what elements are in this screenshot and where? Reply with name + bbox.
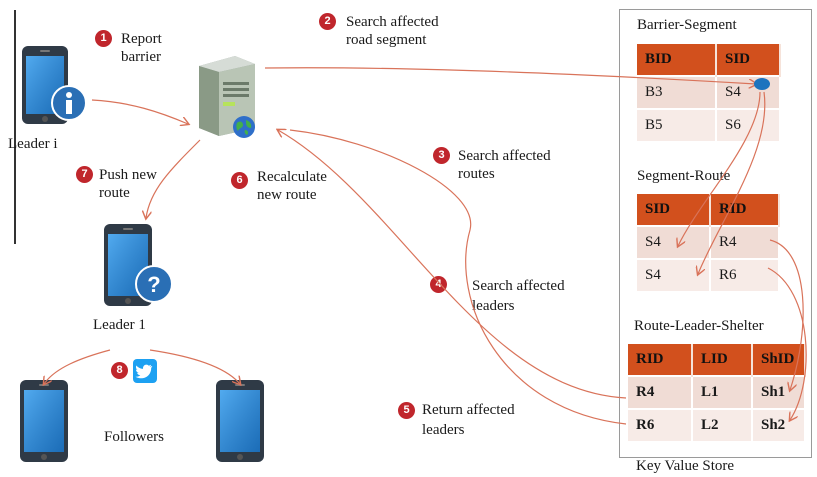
info-icon: [51, 85, 87, 121]
left-divider: [14, 10, 16, 244]
table-header: ShID: [752, 344, 806, 376]
arrow-report-barrier: [91, 99, 188, 124]
table-header: SID: [716, 44, 781, 76]
step-5-line-1: Return affected: [422, 402, 515, 418]
table-cell: L2: [692, 408, 753, 441]
table-header: RID: [710, 194, 780, 226]
step-5-label: Return affected leaders: [422, 401, 515, 439]
barrier-segment-title: Barrier-Segment: [637, 17, 737, 33]
table-cell: R6: [710, 258, 780, 291]
table-cell: B5: [637, 108, 717, 141]
step-2-label: Search affected road segment: [346, 13, 439, 49]
arrow-follower-left: [44, 349, 111, 384]
leader-1-label: Leader 1: [93, 317, 146, 333]
step-4-line-2: leaders: [472, 298, 515, 314]
key-value-store-label: Key Value Store: [636, 458, 735, 474]
svg-text:?: ?: [147, 272, 160, 297]
arrow-search-leaders-2: [767, 267, 807, 420]
arrow-search-routes-2: [698, 91, 766, 274]
table-cell: R6: [628, 408, 693, 441]
step-7-label: Push new route: [99, 166, 157, 202]
arrow-follower-right: [149, 349, 240, 384]
step-6-line-2: new route: [257, 187, 317, 203]
step-2-badge: 2: [319, 13, 336, 30]
route-leader-shelter-title: Route-Leader-Shelter: [634, 318, 764, 334]
segment-route-title: Segment-Route: [637, 168, 731, 184]
step-4-label: Search affected leaders: [472, 277, 565, 315]
table-cell: S4: [716, 75, 781, 109]
step-6-label: Recalculate new route: [257, 168, 327, 204]
step-7-line-1: Push new: [99, 167, 157, 183]
table-cell: S4: [637, 225, 711, 259]
step-1-label: Report barrier: [121, 30, 162, 66]
table-header: RID: [628, 344, 693, 376]
arrow-search-leaders-1: [769, 239, 804, 390]
server-icon: [199, 56, 255, 136]
arrow-return-leaders-2: [289, 129, 627, 425]
segment-marker: [754, 78, 770, 90]
step-1-line-1: Report: [121, 31, 162, 47]
step-3-line-2: routes: [458, 166, 495, 182]
step-2-line-2: road segment: [346, 32, 427, 48]
step-3-line-1: Search affected: [458, 148, 551, 164]
step-5-badge: 5: [398, 402, 415, 419]
table-cell: L1: [692, 375, 753, 409]
step-4-line-1: Search affected: [472, 278, 565, 294]
step-8-badge: 8: [111, 362, 128, 379]
twitter-icon: [133, 359, 157, 383]
step-2-line-1: Search affected: [346, 14, 439, 30]
leader-i-label: Leader i: [8, 136, 58, 152]
step-3-badge: 3: [433, 147, 450, 164]
arrow-search-routes-1: [678, 91, 761, 246]
step-1-line-2: barrier: [121, 49, 161, 65]
step-3-label: Search affected routes: [458, 147, 551, 183]
step-4-badge: 4: [430, 276, 447, 293]
table-header: LID: [692, 344, 753, 376]
table-header: BID: [637, 44, 717, 76]
table-header: SID: [637, 194, 711, 226]
table-cell: R4: [628, 375, 693, 409]
phone-icon: [216, 380, 264, 462]
step-7-line-2: route: [99, 185, 130, 201]
table-cell: S6: [716, 108, 781, 141]
arrow-search-segment: [264, 67, 756, 84]
step-6-line-1: Recalculate: [257, 169, 327, 185]
step-5-line-2: leaders: [422, 422, 465, 438]
arrow-push-route: [146, 139, 201, 218]
phone-icon: [20, 380, 68, 462]
step-7-badge: 7: [76, 166, 93, 183]
followers-label: Followers: [104, 429, 164, 445]
question-icon: ?: [135, 265, 173, 303]
step-6-badge: 6: [231, 172, 248, 189]
arrow-return-leaders-1: [278, 130, 627, 399]
globe-icon: [233, 116, 255, 138]
step-1-badge: 1: [95, 30, 112, 47]
